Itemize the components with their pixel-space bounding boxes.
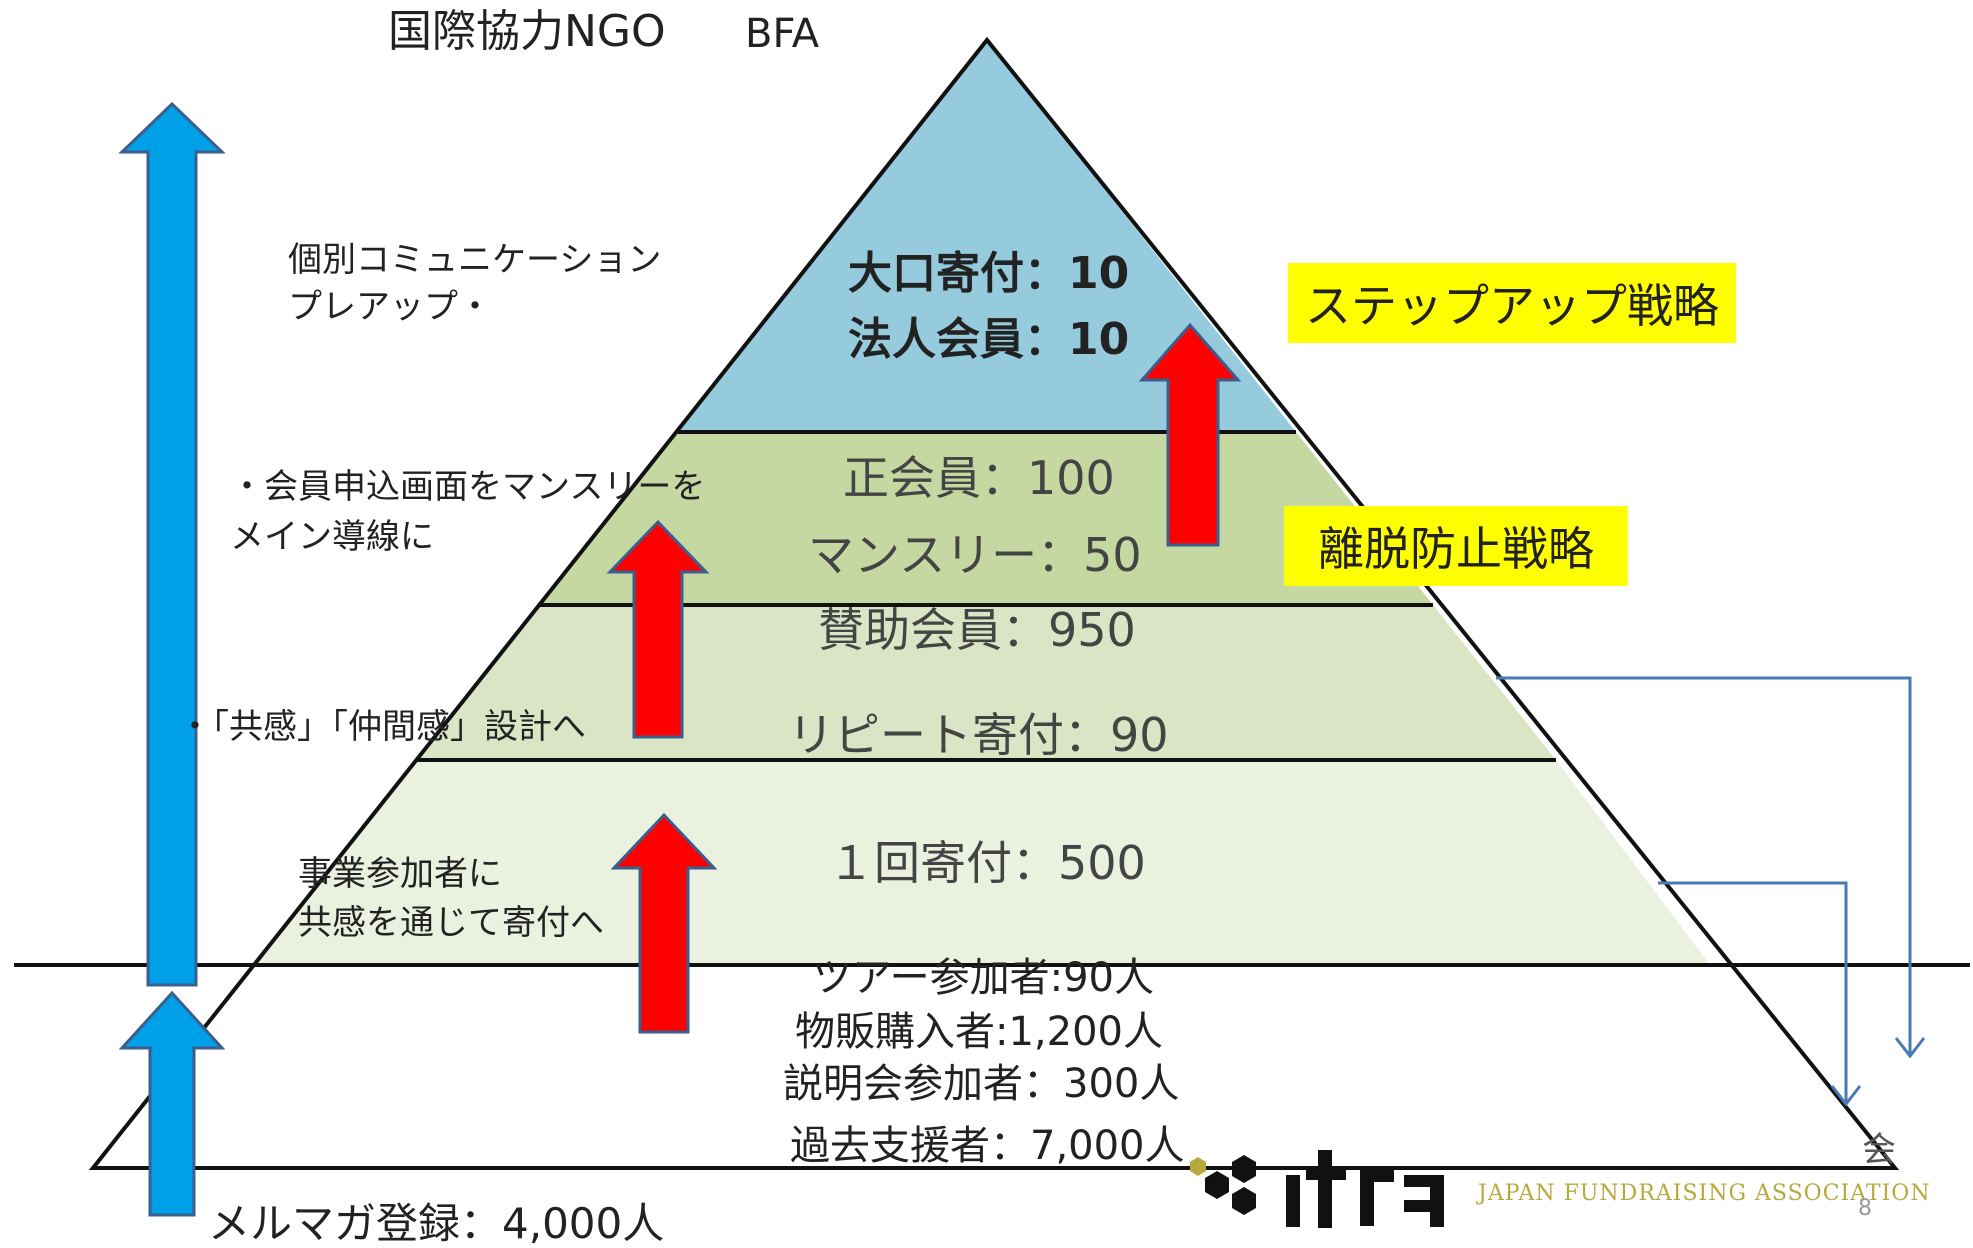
pyramid-base-tier (93, 965, 1895, 1168)
pyramid-tier-4 (254, 760, 1710, 965)
retention-strategy-label: 離脱防止戦略 (1284, 506, 1628, 586)
jfra-logo-letters (1286, 1150, 1444, 1228)
base-tier-label: 物販購入者:1,200人 (795, 1009, 1163, 1055)
base-tier-label: 説明会参加者：300人 (783, 1061, 1180, 1107)
tier2-label: マンスリー：50 (808, 528, 1142, 582)
pyramid-tier-3 (416, 605, 1556, 760)
left-note-1: 個別コミュニケーション (288, 240, 662, 280)
top-tier-label: 法人会員：10 (848, 314, 1130, 365)
left-note-1: プレアップ・ (288, 287, 492, 327)
page-number: 8 (1858, 1196, 1872, 1221)
connector-arrowhead (1830, 1085, 1862, 1107)
red-up-arrow-icon (606, 519, 710, 739)
connector-line (1658, 881, 1848, 1102)
red-up-arrow-icon (1138, 322, 1242, 547)
left-note-4: 事業参加者に (298, 854, 502, 894)
left-note-3: ・「共感」「仲間感」設計へ (178, 707, 586, 747)
page-title: 国際協力NGO (388, 6, 666, 57)
mailmag-label: メルマガ登録：4,000人 (208, 1199, 665, 1248)
tier3-label: リピート寄付：90 (788, 708, 1169, 762)
logo-text: JAPAN FUNDRAISING ASSOCIATION (1478, 1181, 1931, 1206)
jfra-logo-mark-icon (1190, 1155, 1256, 1215)
tier3-label: 賛助会員：950 (818, 603, 1136, 657)
base-tier-label: 過去支援者：7,000人 (790, 1123, 1185, 1169)
pyramid-top-tier (678, 40, 1296, 432)
blue-up-arrow-icon (118, 101, 226, 987)
connector-arrowhead (1894, 1037, 1926, 1059)
left-note-4: 共感を通じて寄付へ (298, 903, 604, 943)
tier4-label: １回寄付：500 (828, 836, 1146, 890)
left-note-2: ・会員申込画面をマンスリーを (230, 467, 706, 507)
top-tier-label: 大口寄付：10 (848, 248, 1130, 299)
page-subtitle: BFA (745, 11, 820, 57)
connector-line (1496, 676, 1912, 1055)
red-up-arrow-icon (610, 812, 718, 1034)
stepup-strategy-label: ステップアップ戦略 (1288, 263, 1736, 343)
blue-up-arrow-icon (118, 990, 226, 1217)
tier2-label: 正会員：100 (843, 451, 1115, 505)
left-note-2: メイン導線に (230, 517, 434, 557)
logo-partial-char: 会 (1862, 1130, 1896, 1170)
base-tier-label: ツアー参加者:90人 (812, 955, 1154, 1001)
